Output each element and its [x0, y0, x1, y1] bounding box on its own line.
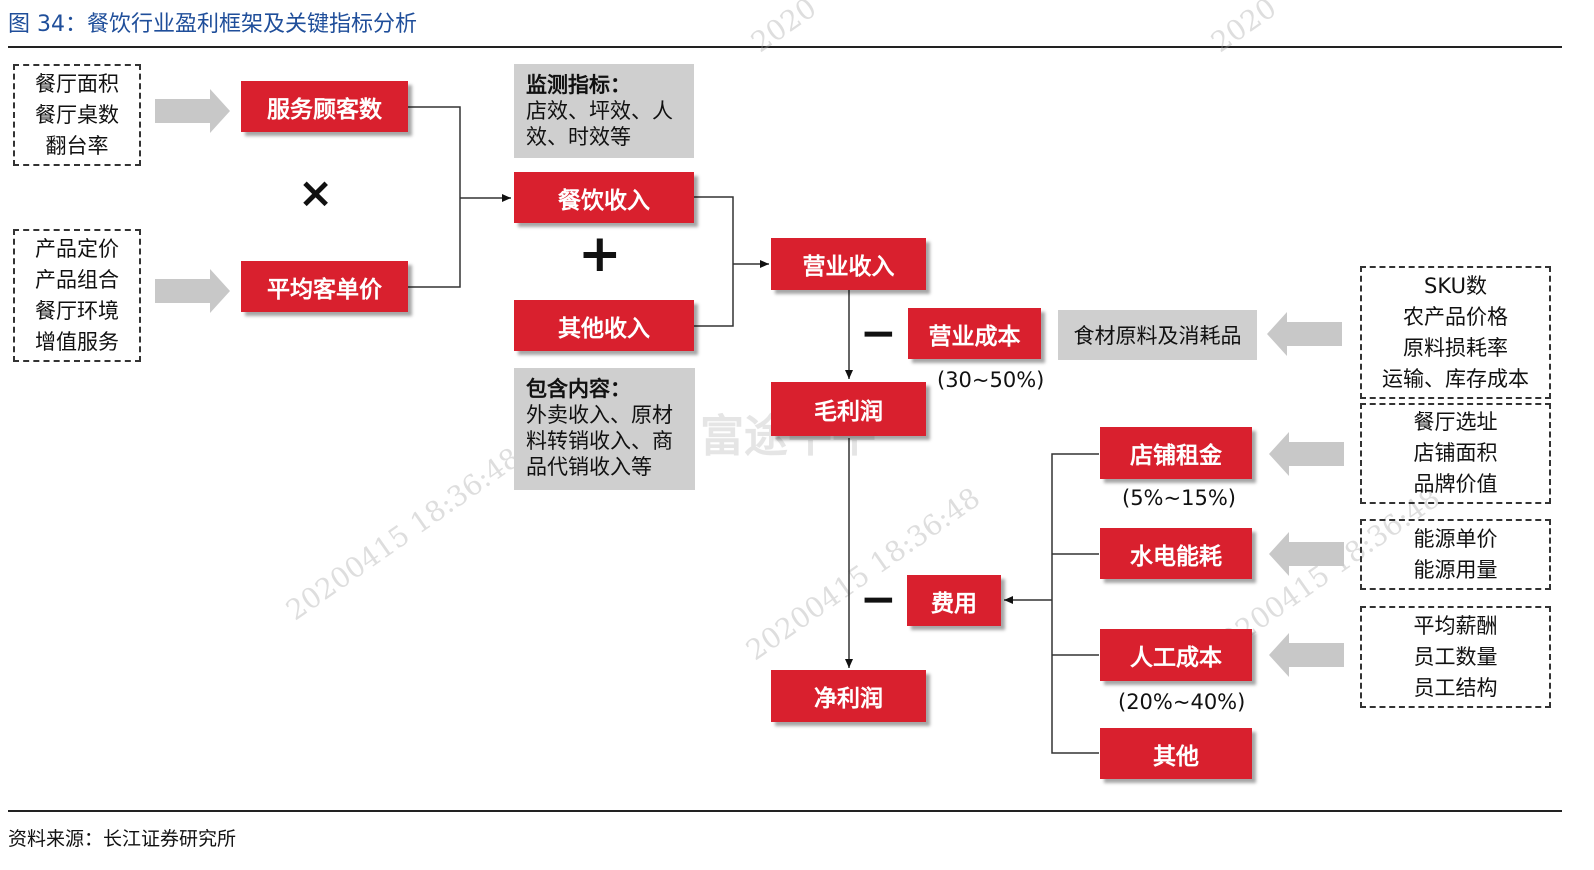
price-factor: 产品定价: [35, 236, 119, 261]
service-customers-box: 服务顾客数: [241, 81, 408, 132]
includes-head: 包含内容：: [526, 377, 631, 401]
customer-factor: 翻台率: [45, 133, 109, 158]
net-profit-box: 净利润: [771, 670, 926, 722]
labor-factor: 平均薪酬: [1413, 613, 1498, 638]
catering-income-box: 餐饮收入: [514, 172, 694, 223]
utilities-factor: 能源用量: [1413, 557, 1498, 582]
customer-factors-box: 餐厅面积 餐厅桌数 翻台率: [13, 64, 141, 166]
figure-title: 图 34：餐饮行业盈利框架及关键指标分析: [8, 12, 417, 37]
price-factor: 产品组合: [35, 267, 119, 292]
rent-factors-box: 餐厅选址 店铺面积 品牌价值: [1360, 403, 1551, 504]
price-factor: 餐厅环境: [35, 298, 119, 323]
other-expense-box: 其他: [1100, 728, 1252, 779]
plus-sign: +: [578, 224, 622, 284]
utilities-factor: 能源单价: [1413, 526, 1498, 551]
operating-cost-pct: (30~50%): [937, 368, 1045, 392]
minus-sign: −: [860, 308, 897, 359]
labor-factors-box: 平均薪酬 员工数量 员工结构: [1360, 606, 1551, 708]
utilities-box: 水电能耗: [1100, 528, 1252, 579]
customer-factor: 餐厅面积: [35, 71, 119, 96]
other-income-box: 其他收入: [514, 300, 694, 351]
includes-body: 外卖收入、原材料转销收入、商品代销收入等: [526, 403, 673, 479]
rent-box: 店铺租金: [1100, 427, 1252, 479]
monitor-metrics-body: 店效、坪效、人效、时效等: [526, 99, 673, 149]
labor-factor: 员工结构: [1413, 675, 1498, 700]
rent-factor: 店铺面积: [1413, 441, 1498, 465]
sku-factor: 农产品价格: [1403, 304, 1508, 329]
labor-factor: 员工数量: [1413, 644, 1498, 669]
bottom-rule: [8, 810, 1562, 812]
sku-factor: 运输、库存成本: [1382, 366, 1529, 391]
avg-price-box: 平均客单价: [241, 261, 408, 312]
sku-factor: SKU数: [1424, 273, 1487, 298]
sku-factor: 原料损耗率: [1403, 335, 1508, 360]
sku-factors-box: SKU数 农产品价格 原料损耗率 运输、库存成本: [1360, 266, 1551, 399]
monitor-metrics-box: 监测指标： 店效、坪效、人效、时效等: [514, 64, 694, 158]
price-factors-box: 产品定价 产品组合 餐厅环境 增值服务: [13, 229, 141, 362]
source-note: 资料来源：长江证券研究所: [8, 828, 237, 850]
monitor-metrics-head: 监测指标：: [526, 73, 631, 97]
operating-cost-box: 营业成本: [908, 308, 1041, 359]
rent-pct: (5%~15%): [1122, 486, 1236, 510]
multiply-sign: ×: [298, 168, 334, 217]
expenses-box: 费用: [907, 575, 1001, 626]
top-rule: [8, 46, 1562, 48]
food-materials-box: 食材原料及消耗品: [1058, 310, 1257, 360]
utilities-factors-box: 能源单价 能源用量: [1360, 519, 1551, 590]
labor-cost-box: 人工成本: [1100, 629, 1252, 681]
rent-factor: 餐厅选址: [1413, 410, 1498, 434]
minus-sign-2: −: [860, 574, 897, 625]
price-factor: 增值服务: [35, 329, 119, 354]
rent-factor: 品牌价值: [1413, 472, 1498, 496]
labor-cost-pct: (20%~40%): [1118, 690, 1246, 714]
gross-profit-box: 毛利润: [771, 382, 926, 436]
operating-income-box: 营业收入: [771, 238, 926, 290]
customer-factor: 餐厅桌数: [35, 102, 119, 127]
includes-box: 包含内容： 外卖收入、原材料转销收入、商品代销收入等: [514, 368, 695, 490]
